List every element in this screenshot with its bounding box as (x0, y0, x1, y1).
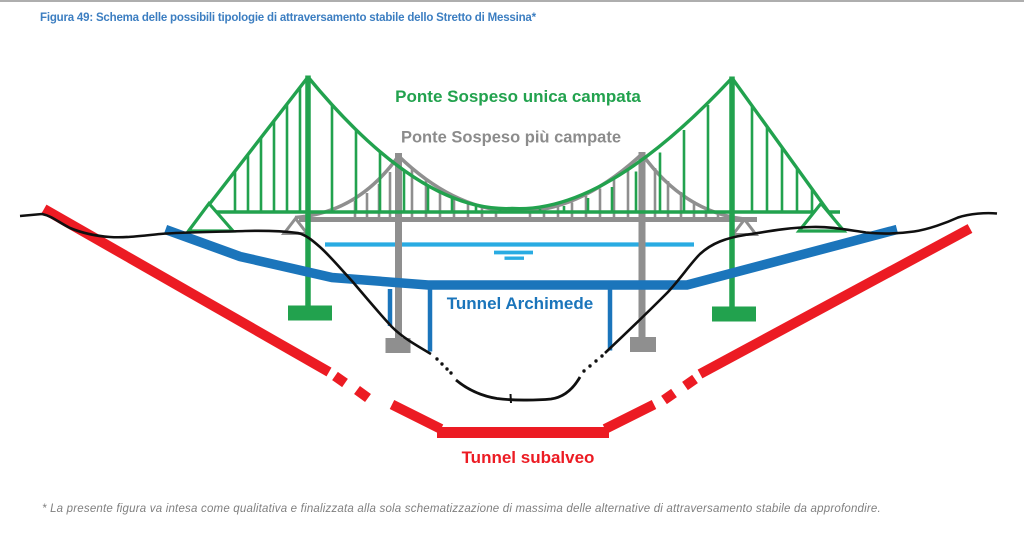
green-bridge-hangers (233, 87, 814, 212)
seabed-dotted-left (435, 357, 453, 375)
green-anchor-right (795, 200, 848, 233)
page-top-edge-line (0, 0, 1024, 2)
figure-title: Figura 49: Schema delle possibili tipolo… (40, 12, 536, 24)
figure-footnote: * La presente figura va intesa come qual… (42, 503, 881, 515)
tunnel-archimede-line (163, 224, 899, 352)
single-span-suspension-bridge-drawing (185, 75, 848, 322)
tunnel-archimede-tethers (387, 289, 613, 352)
green-anchor-left (185, 200, 237, 233)
seabed-dotted-right (582, 354, 604, 373)
water-surface-line (325, 242, 694, 260)
label-ponte-sospeso-piu-campate: Ponte Sospeso più campate (400, 128, 622, 147)
seabed-profile-line (19, 211, 998, 404)
green-pylon-footing-left (288, 305, 332, 321)
green-pylon-footing-right (712, 306, 756, 322)
gray-tower-footing-right (630, 337, 656, 352)
label-ponte-sospeso-unica-campata: Ponte Sospeso unica campata (395, 87, 641, 106)
gray-tower-footing-left (385, 338, 411, 353)
label-tunnel-archimede: Tunnel Archimede (446, 294, 594, 313)
label-tunnel-subalveo: Tunnel subalveo (461, 448, 595, 467)
tunnel-subalveo-line (41, 204, 973, 438)
